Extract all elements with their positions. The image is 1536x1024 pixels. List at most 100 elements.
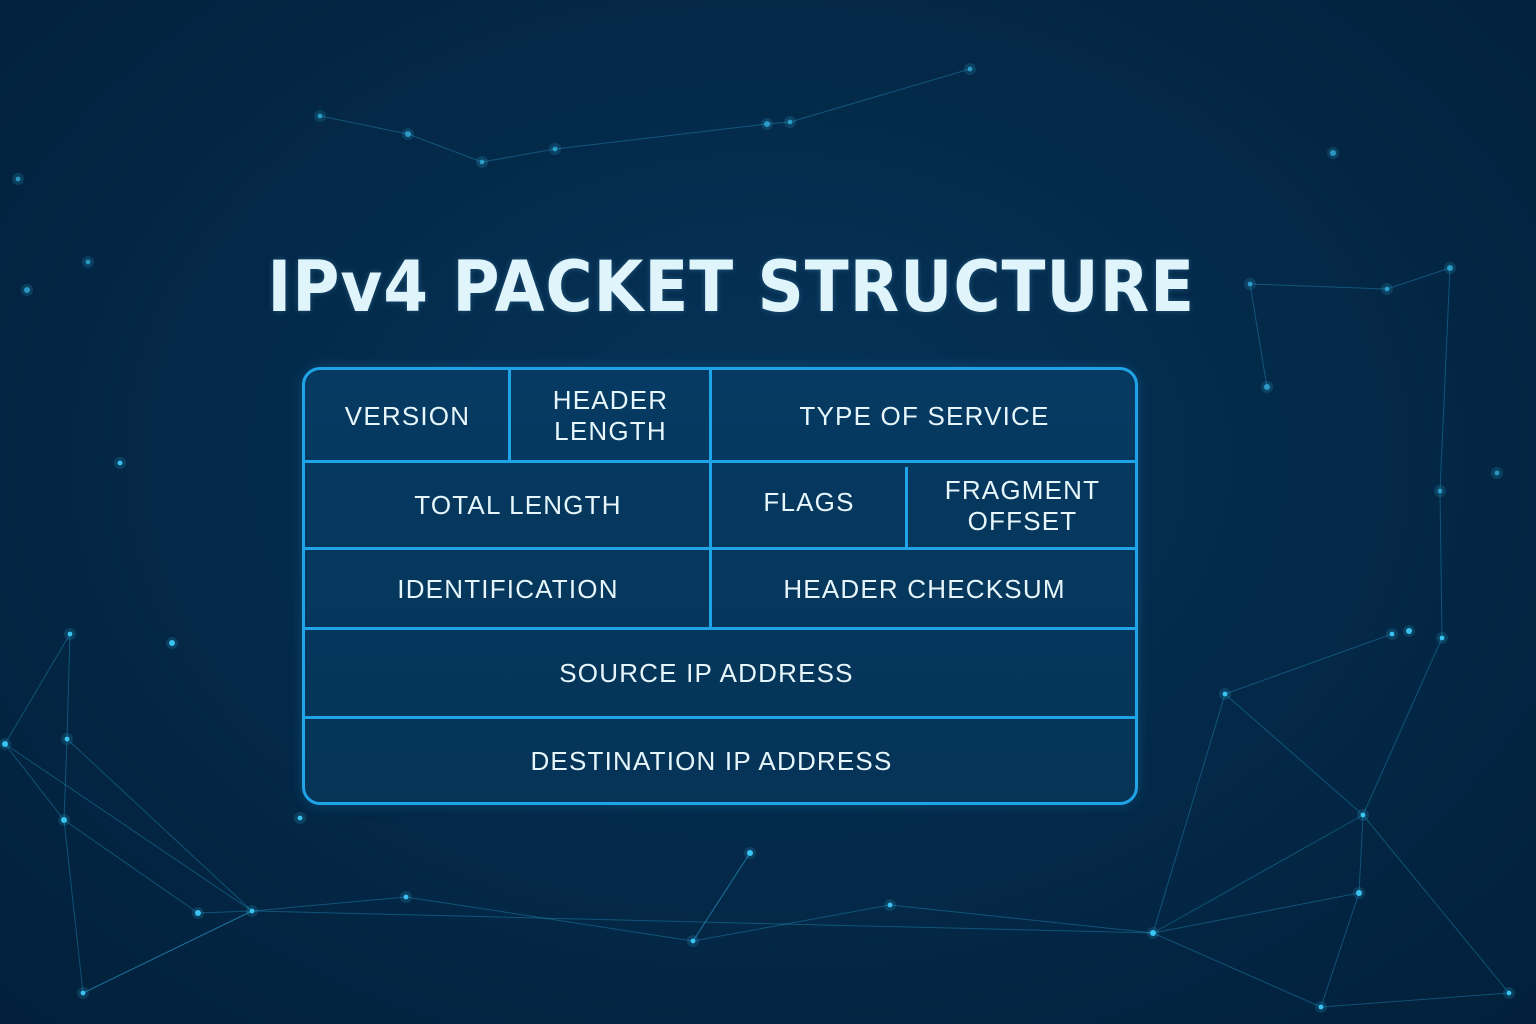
mesh-link (4, 743, 253, 912)
mesh-link (82, 910, 253, 994)
mesh-link (82, 910, 253, 994)
row-divider (305, 627, 1135, 630)
mesh-link (407, 133, 483, 163)
row-divider (305, 547, 1135, 550)
row-divider (305, 460, 1135, 463)
mesh-link (1152, 814, 1364, 934)
mesh-node (1247, 281, 1253, 287)
diagram-title: IPv4 PACKET STRUCTURE (267, 246, 1195, 328)
mesh-link (197, 910, 253, 914)
mesh-node (249, 908, 255, 914)
mesh-node (403, 894, 409, 900)
mesh-node (1406, 628, 1412, 634)
mesh-node (317, 113, 323, 119)
mesh-node (1356, 890, 1362, 896)
mesh-node (1150, 930, 1156, 936)
mesh-link (766, 121, 791, 125)
mesh-link (1439, 267, 1451, 492)
mesh-node (1437, 488, 1443, 494)
mesh-link (554, 123, 768, 150)
mesh-link (1152, 693, 1226, 934)
field-version: VERSION (344, 400, 471, 431)
mesh-node (1330, 150, 1336, 156)
mesh-node (1506, 990, 1512, 996)
mesh-node (967, 66, 973, 72)
mesh-node (1389, 631, 1395, 637)
mesh-link (251, 896, 407, 912)
column-divider (508, 370, 511, 462)
mesh-node (764, 121, 770, 127)
mesh-link (63, 819, 84, 994)
mesh-link (481, 148, 556, 163)
field-header-length: HEADER LENGTH (552, 385, 669, 446)
mesh-link (1249, 283, 1388, 290)
mesh-link (1152, 932, 1322, 1008)
mesh-node (85, 259, 91, 265)
mesh-link (4, 743, 65, 821)
mesh-link (4, 633, 71, 745)
mesh-link (251, 910, 1154, 934)
mesh-link (66, 738, 253, 912)
mesh-link (63, 738, 68, 821)
mesh-node (24, 287, 30, 293)
mesh-node (1439, 635, 1445, 641)
field-destination-ip-address: DESTINATION IP ADDRESS (530, 746, 893, 776)
mesh-link (1249, 283, 1268, 388)
field-type-of-service: TYPE OF SERVICE (799, 400, 1050, 431)
mesh-node (15, 176, 21, 182)
column-divider (905, 467, 908, 549)
mesh-link (692, 904, 891, 942)
field-identification: IDENTIFICATION (397, 573, 619, 604)
mesh-node (747, 850, 753, 856)
mesh-link (1362, 814, 1510, 994)
mesh-link (1320, 992, 1510, 1008)
mesh-node (787, 119, 793, 125)
mesh-node (1494, 470, 1500, 476)
mesh-node (887, 902, 893, 908)
mesh-node (405, 131, 411, 137)
mesh-link (66, 633, 71, 740)
field-total-length: TOTAL LENGTH (414, 490, 622, 520)
mesh-link (692, 852, 751, 942)
mesh-link (1362, 637, 1443, 816)
mesh-link (1224, 693, 1364, 816)
mesh-node (479, 159, 485, 165)
mesh-node (67, 631, 73, 637)
mesh-link (319, 115, 409, 135)
mesh-node (297, 815, 303, 821)
mesh-link (889, 904, 1154, 934)
mesh-link (1224, 633, 1393, 695)
mesh-link (405, 896, 694, 942)
mesh-node (2, 741, 8, 747)
mesh-node (80, 990, 86, 996)
mesh-link (1152, 892, 1360, 934)
row-divider (305, 716, 1135, 719)
mesh-link (1320, 892, 1360, 1008)
mesh-node (1318, 1004, 1324, 1010)
mesh-node (195, 910, 201, 916)
mesh-node (117, 460, 123, 466)
mesh-node (1222, 691, 1228, 697)
column-divider (709, 370, 712, 629)
mesh-node (64, 736, 70, 742)
mesh-link (692, 852, 751, 942)
mesh-node (61, 817, 67, 823)
mesh-node (1264, 384, 1270, 390)
mesh-node (1360, 812, 1366, 818)
field-fragment-offset: FRAGMENT OFFSET (944, 474, 1101, 536)
mesh-link (1439, 490, 1443, 639)
ipv4-header-table: VERSION HEADER LENGTH TYPE OF SERVICE TO… (302, 367, 1138, 805)
mesh-link (1386, 267, 1451, 290)
field-flags: FLAGS (763, 486, 855, 517)
field-source-ip-address: SOURCE IP ADDRESS (559, 658, 854, 688)
mesh-node (169, 640, 175, 646)
mesh-node (552, 146, 558, 152)
mesh-link (789, 68, 971, 123)
mesh-node (1384, 286, 1390, 292)
field-header-checksum: HEADER CHECKSUM (783, 573, 1066, 604)
mesh-link (1358, 814, 1364, 894)
mesh-link (63, 819, 199, 914)
mesh-node (690, 938, 696, 944)
mesh-node (1447, 265, 1453, 271)
